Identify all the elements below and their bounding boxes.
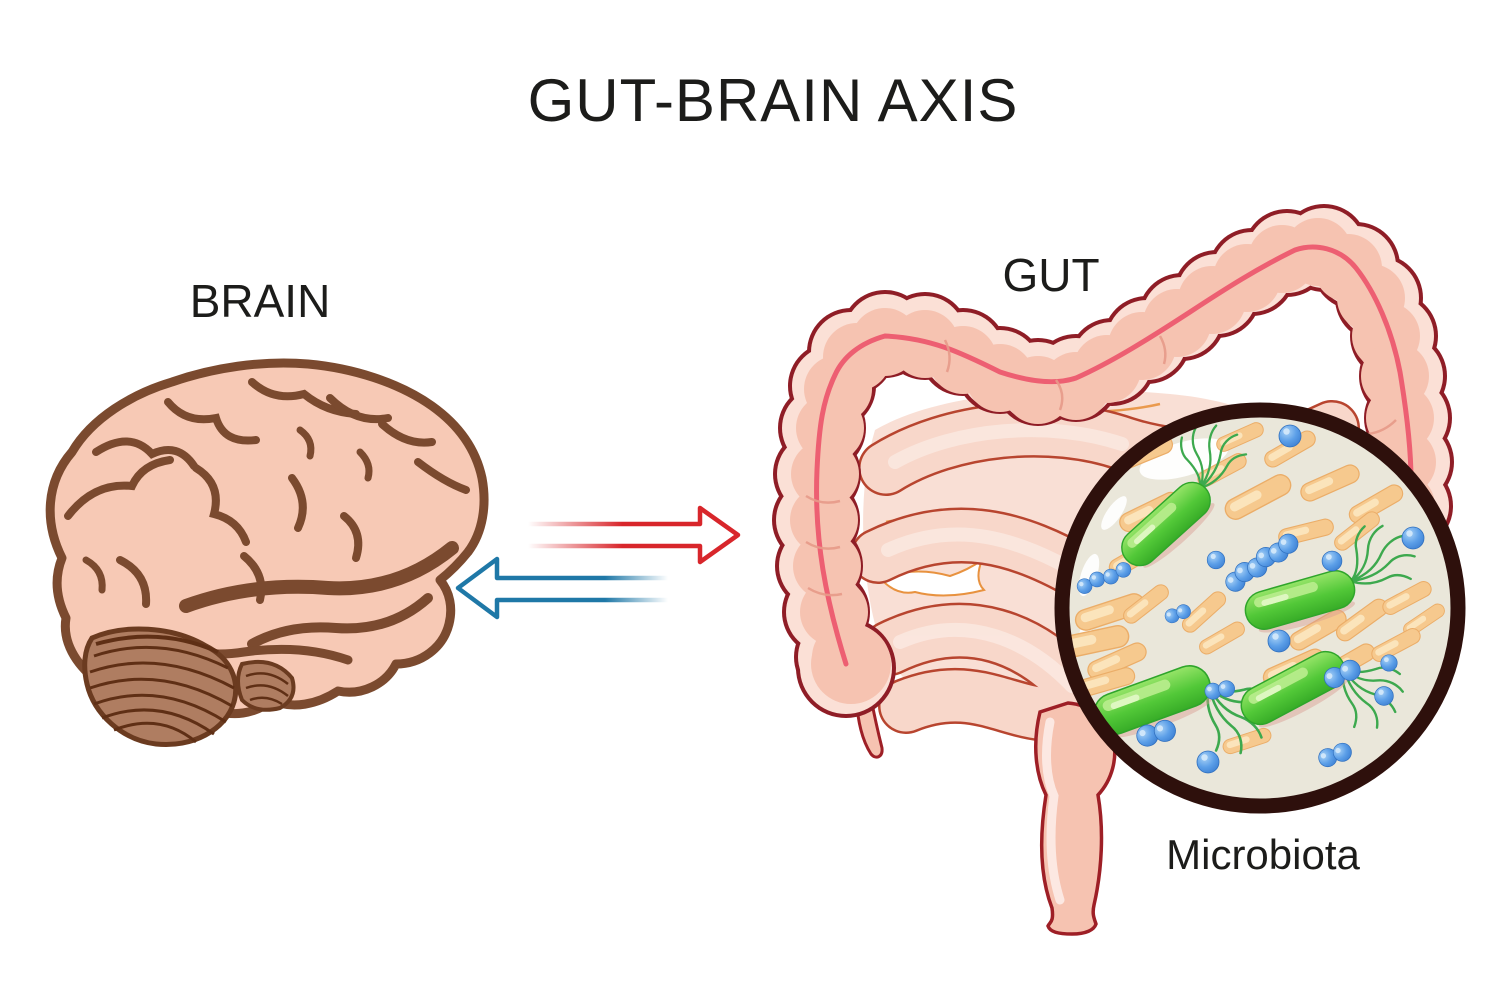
- brain-sulci: [64, 378, 470, 665]
- brain-label: BRAIN: [189, 275, 331, 327]
- brain-illustration: [45, 358, 489, 748]
- microbiota-label: Microbiota: [1166, 831, 1360, 878]
- page-title: GUT-BRAIN AXIS: [527, 67, 1019, 134]
- brain-to-gut-arrow-icon: [528, 505, 741, 565]
- magnifier-ring: [1054, 402, 1466, 814]
- cerebellum-folds: [89, 634, 235, 744]
- taenia-coli-line: [814, 244, 1414, 667]
- rectum: [1034, 701, 1117, 936]
- gut-label: GUT: [1002, 249, 1100, 301]
- microbiota-magnifier: [1054, 402, 1466, 814]
- haustra-creases: [805, 335, 1401, 597]
- cerebellum: [82, 626, 296, 748]
- cerebellum-lobe-folds: [245, 672, 289, 706]
- gut-to-brain-arrow-icon: [455, 556, 668, 620]
